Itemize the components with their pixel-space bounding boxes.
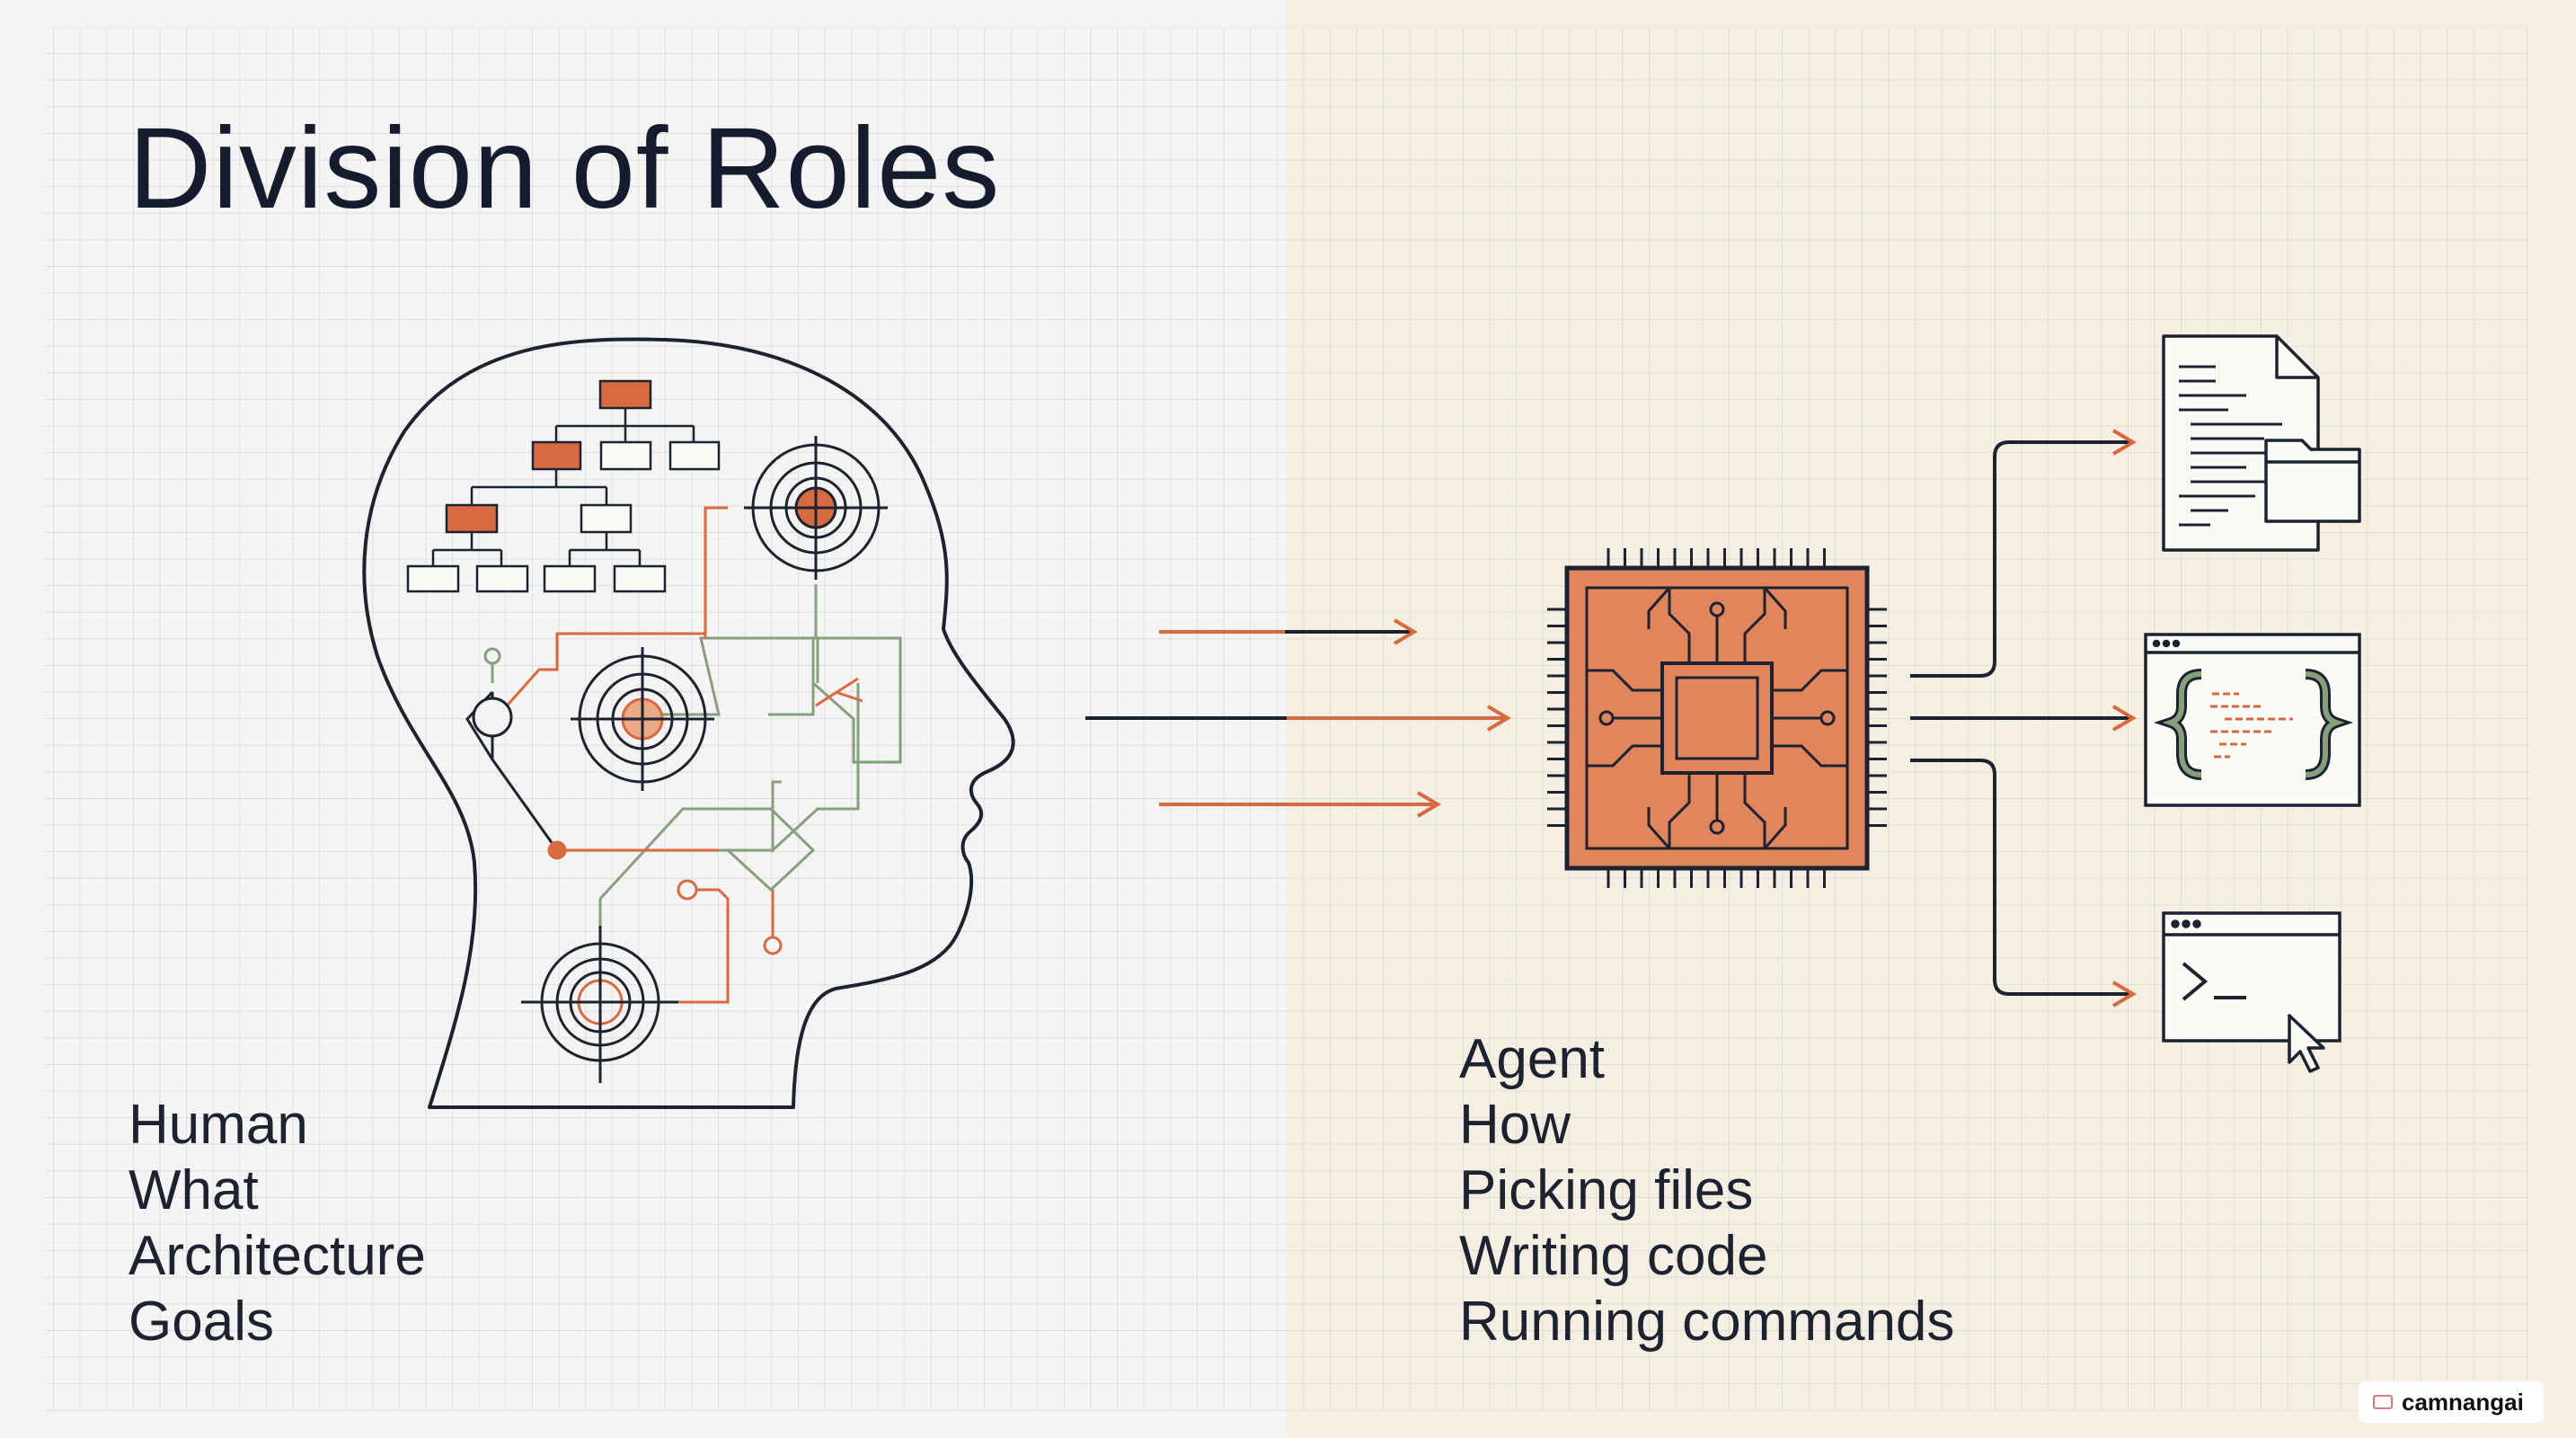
processor-chip-icon <box>1547 548 1887 888</box>
code-window-icon <box>2144 633 2361 807</box>
agent-role-heading: Agent <box>1459 1028 1606 1090</box>
document-folder-icon <box>2162 334 2361 552</box>
agent-role-item: How <box>1459 1094 1571 1156</box>
target-icon-top <box>744 436 888 580</box>
cursor-icon <box>2288 1014 2325 1073</box>
human-role-item: What <box>128 1159 259 1221</box>
terminal-window-icon <box>2162 911 2341 1043</box>
agent-output-arrows <box>1910 429 2137 1007</box>
watermark-badge[interactable]: camnangai <box>2359 1381 2544 1423</box>
target-icon-middle <box>571 647 714 791</box>
agent-role-item: Writing code <box>1459 1225 1768 1287</box>
agent-role-item: Picking files <box>1459 1159 1754 1221</box>
watermark-text: camnangai <box>2402 1388 2524 1416</box>
head-outline-icon <box>362 337 1015 1109</box>
watermark-logo-icon <box>2373 1395 2393 1409</box>
human-role-item: Architecture <box>128 1225 426 1287</box>
slide-title: Division of Roles <box>128 104 1001 233</box>
neural-traces <box>465 506 902 1004</box>
hierarchy-tree-icon <box>406 379 721 593</box>
chip-pins <box>1547 548 1887 888</box>
agent-role-list: Agent How Picking files Writing code Run… <box>1459 1026 1954 1354</box>
target-icon-bottom <box>521 926 678 1083</box>
human-role-item: Goals <box>128 1291 274 1353</box>
agent-role-item: Running commands <box>1459 1291 1955 1353</box>
human-role-heading: Human <box>128 1094 308 1156</box>
human-role-list: Human What Architecture Goals <box>128 1092 426 1354</box>
human-to-agent-arrows <box>1085 618 1511 818</box>
